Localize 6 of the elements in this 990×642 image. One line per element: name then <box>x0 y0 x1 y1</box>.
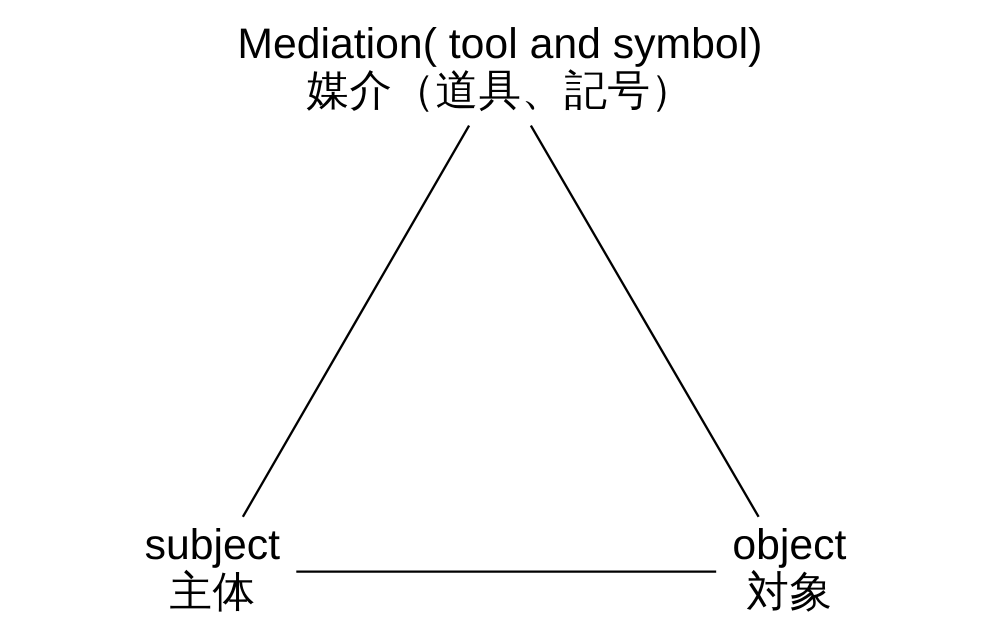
connector <box>241 124 470 518</box>
connector <box>296 570 716 573</box>
node-text: subject 主体 <box>144 521 280 616</box>
node-text: object 対象 <box>732 521 846 616</box>
connector <box>529 124 760 518</box>
node-text: Mediation( tool and symbol) 媒介（道具、記号） <box>236 20 762 115</box>
